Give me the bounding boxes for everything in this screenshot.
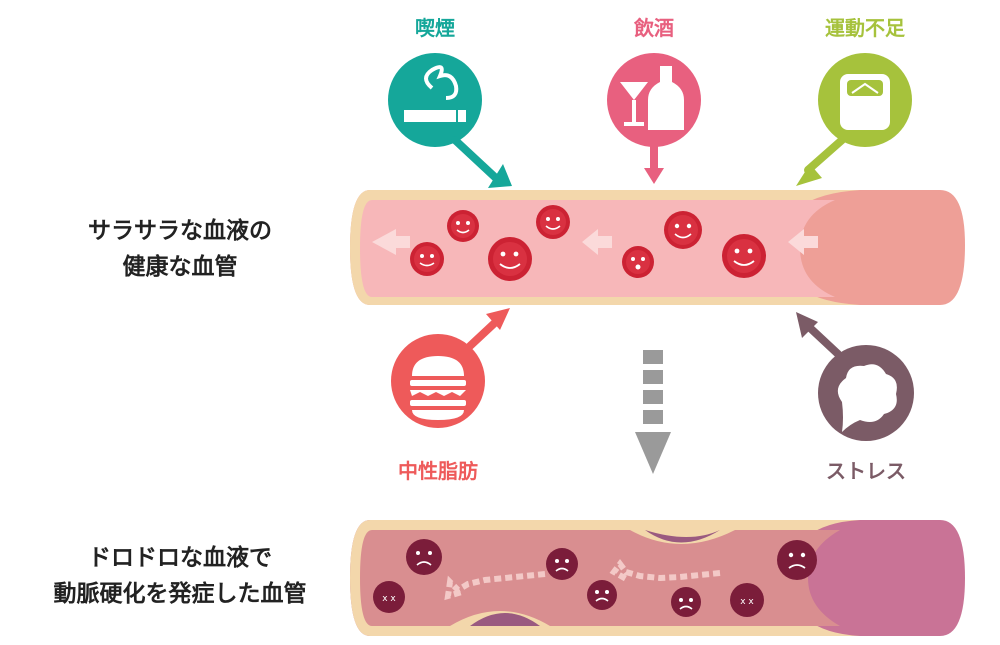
drinking-label: 飲酒: [634, 16, 674, 40]
sick-blood-cell: [671, 587, 701, 617]
sick-blood-cell: [777, 540, 817, 580]
transition-arrow: [635, 350, 671, 474]
sick-blood-cell: [406, 539, 442, 575]
red-blood-cell: [622, 246, 654, 278]
unhealthy-caption: ドロドロな血液で 動脈硬化を発症した血管: [30, 540, 330, 612]
sick-blood-cell: x x: [373, 581, 405, 613]
cigarette-icon: [404, 65, 466, 122]
healthy-vessel: [350, 190, 965, 305]
thought-bubble-icon: [837, 364, 897, 432]
unhealthy-caption-line2: 動脈硬化を発症した血管: [53, 581, 307, 607]
smoking-label: 喫煙: [415, 16, 455, 40]
sick-blood-cell: [546, 548, 578, 580]
smoking-factor: [388, 53, 512, 188]
fat-factor: [391, 308, 510, 428]
stress-factor: [796, 312, 914, 441]
red-blood-cell: [536, 205, 570, 239]
hamburger-icon: [410, 356, 466, 420]
healthy-caption-line1: サラサラな血液の: [88, 218, 272, 244]
scale-icon: [840, 74, 890, 130]
svg-text:x x: x x: [382, 594, 396, 604]
stress-label: ストレス: [826, 459, 906, 483]
drinking-factor: [607, 53, 701, 184]
svg-text:x x: x x: [740, 597, 754, 607]
red-blood-cell: [447, 210, 479, 242]
sick-blood-cell: x x: [730, 583, 764, 617]
red-blood-cell: [664, 211, 702, 249]
red-blood-cell: [488, 237, 532, 281]
red-blood-cell: [410, 242, 444, 276]
fat-label: 中性脂肪: [398, 459, 478, 483]
exercise-factor: [796, 53, 912, 186]
red-blood-cell: [722, 234, 766, 278]
healthy-caption-line2: 健康な血管: [122, 254, 238, 280]
exercise-label: 運動不足: [825, 16, 905, 40]
healthy-caption: サラサラな血液の 健康な血管: [30, 213, 330, 285]
unhealthy-caption-line1: ドロドロな血液で: [88, 545, 272, 571]
sick-blood-cell: [587, 580, 617, 610]
cocktail-bottle-icon: [620, 66, 684, 130]
unhealthy-vessel: x x x x: [350, 520, 965, 636]
